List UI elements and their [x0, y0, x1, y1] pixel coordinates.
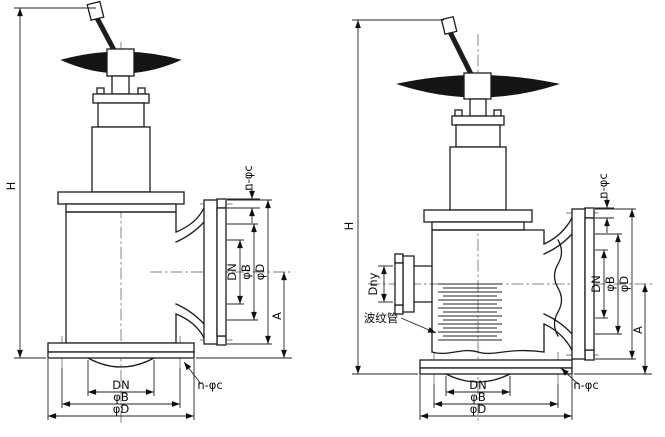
dimension-dn-bottom-left: DN	[87, 360, 155, 396]
dimension-nc-top-left: n-φc	[227, 165, 260, 223]
bellows-label: 波纹管	[364, 311, 399, 325]
bonnet-assembly	[449, 109, 507, 211]
dim-label-nc-top-left: n-φc	[241, 165, 255, 190]
dim-label-d-bottom-left: φD	[113, 402, 130, 416]
top-flange	[423, 209, 533, 231]
dimension-d-side-right: φD	[595, 208, 636, 360]
dim-label-dny: Dny	[366, 272, 380, 295]
bottom-flange	[47, 342, 195, 368]
dim-label-nc-top-right: n-φc	[596, 173, 610, 198]
side-flange	[571, 207, 595, 361]
handwheel-crank	[440, 15, 476, 80]
right-view: 波纹管 H Dny	[342, 15, 652, 424]
dimension-a-right: A	[574, 284, 652, 375]
dimension-d-bottom-left: φD	[47, 359, 195, 420]
dim-label-b-side-right: φB	[603, 276, 617, 292]
dim-label-dn-side-left: DN	[225, 263, 239, 280]
dimension-nc-bottom-left: n-φc	[183, 361, 223, 392]
handwheel-crank	[86, 0, 118, 54]
dimension-a-left: A	[196, 272, 292, 359]
dim-label-b-bottom-right: φB	[470, 390, 486, 404]
handwheel	[396, 72, 560, 117]
inlet-flange-dny	[394, 253, 433, 315]
bonnet-assembly	[91, 87, 151, 193]
dim-label-h-right: H	[342, 222, 356, 231]
dim-label-b-bottom-left: φB	[113, 390, 129, 404]
side-flange	[203, 198, 227, 346]
dimension-b-bottom-left: φB	[61, 368, 181, 408]
dimension-dny: Dny	[366, 265, 393, 303]
dim-label-h-left: H	[4, 182, 18, 191]
valve-body	[65, 207, 205, 344]
dimension-nc-bottom-right: n-φc	[560, 367, 599, 392]
dimension-b-side-left: φB	[227, 223, 258, 321]
dim-label-nc-bottom-left: n-φc	[197, 378, 222, 392]
dimension-nc-top-right: n-φc	[595, 173, 614, 233]
dim-label-dn-side-right: DN	[589, 275, 603, 292]
bellows	[438, 283, 502, 341]
handwheel	[60, 48, 182, 95]
dimension-d-side-left: φD	[227, 199, 272, 345]
dim-label-dn-bottom-right: DN	[469, 378, 486, 392]
left-view: H n-φc DN φB φD	[4, 0, 294, 424]
dim-label-a-left: A	[270, 312, 284, 320]
bellows-callout: 波纹管	[364, 311, 437, 334]
dimension-dn-side-right: DN	[589, 249, 608, 319]
bottom-flange	[419, 359, 573, 383]
dimension-h-right: H	[342, 19, 444, 375]
dim-label-b-side-left: φB	[239, 264, 253, 280]
dim-label-nc-bottom-right: n-φc	[573, 378, 598, 392]
dimension-dn-side-left: DN	[225, 239, 244, 305]
dimension-dn-bottom-right: DN	[445, 376, 511, 396]
dimension-b-bottom-right: φB	[433, 384, 559, 408]
top-flange	[57, 191, 185, 213]
dim-label-d-side-right: φD	[617, 276, 631, 293]
dim-label-d-side-left: φD	[253, 264, 267, 281]
dim-label-d-bottom-right: φD	[470, 402, 487, 416]
dim-label-dn-bottom-left: DN	[112, 378, 129, 392]
dimension-d-bottom-right: φD	[419, 375, 573, 420]
dim-label-a-right: A	[631, 326, 645, 334]
valve-body	[431, 217, 573, 355]
dimension-h-left: H	[4, 7, 96, 359]
dimension-b-side-right: φB	[595, 233, 622, 335]
